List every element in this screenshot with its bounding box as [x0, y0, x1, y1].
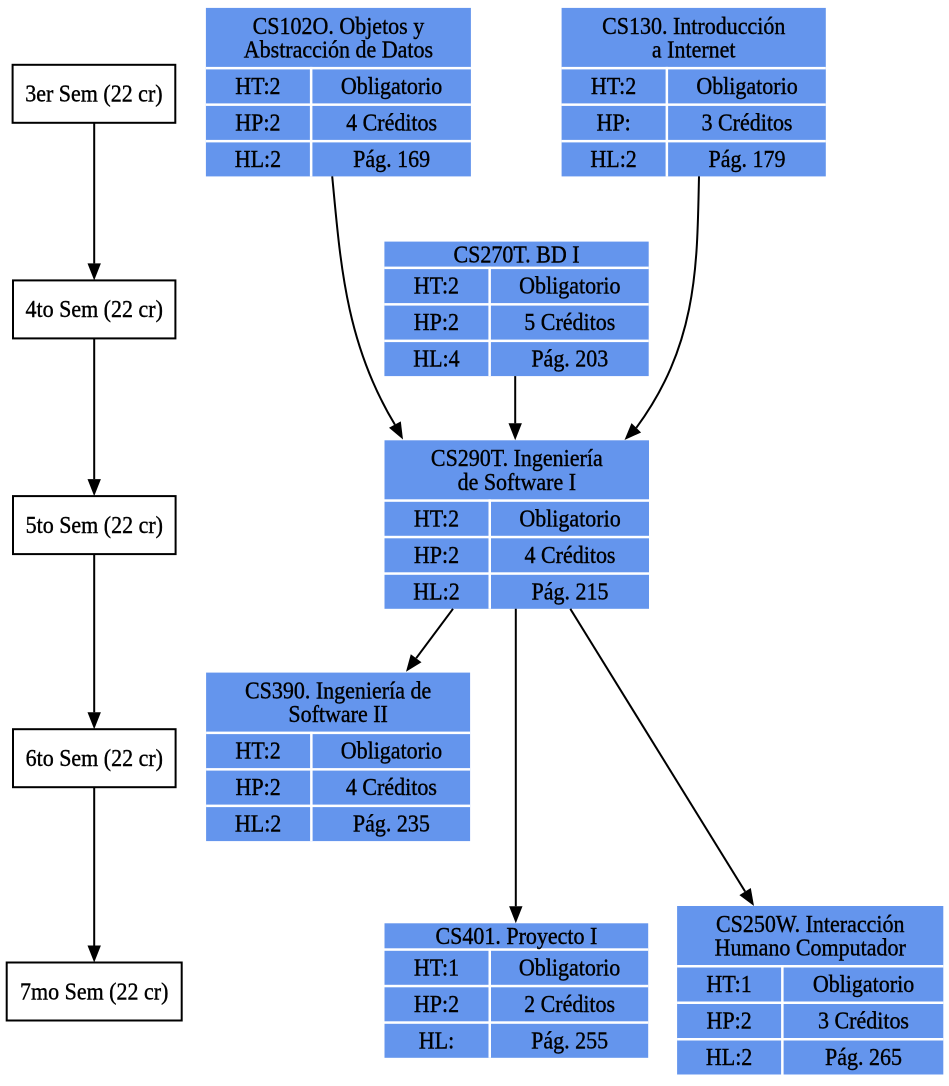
svg-text:5 Créditos: 5 Créditos	[524, 309, 615, 336]
svg-text:HT:1: HT:1	[414, 954, 459, 981]
svg-text:HL:2: HL:2	[590, 146, 636, 173]
svg-text:HP:2: HP:2	[414, 542, 459, 569]
svg-text:4to Sem (22 cr): 4to Sem (22 cr)	[26, 296, 163, 323]
svg-text:HP:2: HP:2	[706, 1007, 751, 1034]
svg-text:HL:: HL:	[419, 1027, 454, 1054]
svg-text:Pág. 235: Pág. 235	[353, 811, 430, 838]
svg-text:Obligatorio: Obligatorio	[341, 73, 442, 100]
svg-text:HP:2: HP:2	[414, 991, 459, 1018]
svg-text:3 Créditos: 3 Créditos	[701, 109, 792, 136]
svg-text:4 Créditos: 4 Créditos	[346, 774, 437, 801]
svg-text:Obligatorio: Obligatorio	[813, 971, 914, 998]
svg-text:HT:2: HT:2	[235, 73, 280, 100]
svg-text:HT:2: HT:2	[414, 505, 459, 532]
svg-text:HT:1: HT:1	[706, 971, 751, 998]
svg-text:HP:2: HP:2	[235, 774, 280, 801]
svg-text:HL:2: HL:2	[706, 1044, 752, 1071]
svg-text:6to Sem (22 cr): 6to Sem (22 cr)	[26, 745, 163, 772]
svg-text:CS390. Ingeniería de: CS390. Ingeniería de	[245, 678, 431, 705]
svg-text:HP:: HP:	[596, 109, 630, 136]
svg-text:Pág. 265: Pág. 265	[825, 1044, 902, 1071]
svg-text:HT:2: HT:2	[591, 73, 636, 100]
svg-text:HL:2: HL:2	[235, 146, 281, 173]
svg-text:Abstracción de Datos: Abstracción de Datos	[244, 36, 433, 63]
svg-text:Software II: Software II	[288, 701, 388, 728]
svg-text:3er Sem (22 cr): 3er Sem (22 cr)	[25, 81, 162, 108]
svg-text:4 Créditos: 4 Créditos	[524, 542, 615, 569]
svg-text:Obligatorio: Obligatorio	[341, 738, 442, 765]
svg-text:HT:2: HT:2	[414, 273, 459, 300]
svg-text:Obligatorio: Obligatorio	[519, 273, 620, 300]
svg-text:Obligatorio: Obligatorio	[519, 954, 620, 981]
svg-text:HL:2: HL:2	[235, 811, 281, 838]
svg-text:Obligatorio: Obligatorio	[519, 505, 620, 532]
svg-text:Pág. 169: Pág. 169	[353, 146, 430, 173]
svg-text:CS250W. Interacción: CS250W. Interacción	[716, 911, 905, 938]
svg-text:2 Créditos: 2 Créditos	[524, 991, 615, 1018]
svg-text:3 Créditos: 3 Créditos	[818, 1007, 909, 1034]
svg-text:Pág. 215: Pág. 215	[532, 578, 609, 605]
svg-text:5to Sem (22 cr): 5to Sem (22 cr)	[26, 512, 163, 539]
svg-text:de Software I: de Software I	[458, 469, 576, 496]
svg-text:Obligatorio: Obligatorio	[696, 73, 797, 100]
svg-text:HP:2: HP:2	[235, 109, 280, 136]
svg-text:Pág. 179: Pág. 179	[709, 146, 786, 173]
svg-text:CS102O. Objetos y: CS102O. Objetos y	[253, 13, 425, 40]
svg-text:Pág. 203: Pág. 203	[531, 346, 608, 373]
svg-text:Pág. 255: Pág. 255	[531, 1027, 608, 1054]
svg-text:HP:2: HP:2	[414, 309, 459, 336]
svg-text:a Internet: a Internet	[652, 36, 736, 63]
svg-text:4 Créditos: 4 Créditos	[346, 109, 437, 136]
svg-text:CS401. Proyecto I: CS401. Proyecto I	[435, 923, 597, 950]
svg-text:HT:2: HT:2	[235, 738, 280, 765]
svg-text:HL:4: HL:4	[413, 346, 460, 373]
svg-text:CS130. Introducción: CS130. Introducción	[602, 13, 786, 40]
svg-text:CS270T. BD I: CS270T. BD I	[453, 241, 579, 268]
svg-text:7mo Sem (22 cr): 7mo Sem (22 cr)	[20, 978, 168, 1005]
svg-text:HL:2: HL:2	[413, 578, 459, 605]
svg-text:Humano Computador: Humano Computador	[715, 934, 906, 961]
svg-text:CS290T. Ingeniería: CS290T. Ingeniería	[431, 445, 603, 472]
